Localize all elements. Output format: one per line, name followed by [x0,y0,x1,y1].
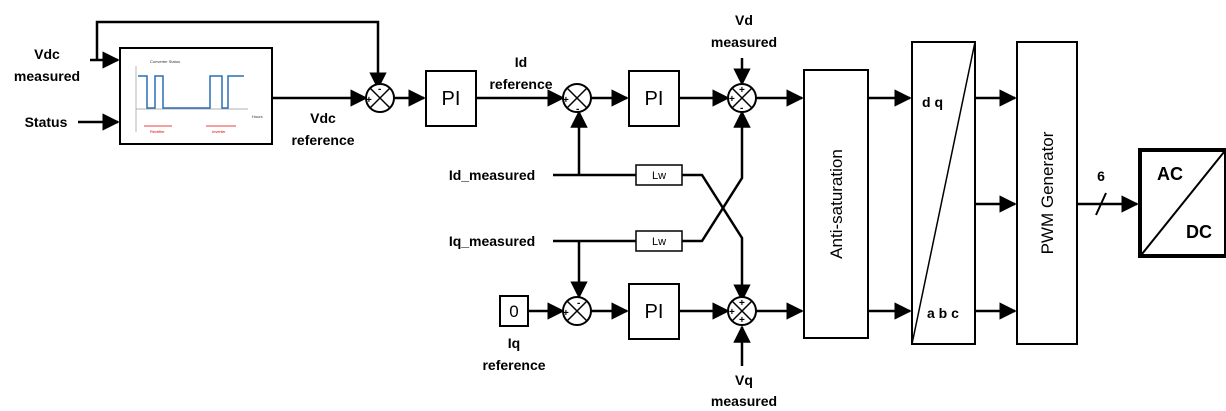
svg-text:-: - [577,298,580,309]
sum-junction-iq: + - [562,296,592,326]
svg-text:reference: reference [482,357,545,373]
bus-slash [1095,192,1107,216]
svg-text:-: - [378,84,381,95]
dq-abc-transform-block: d q a b c [911,41,976,345]
svg-text:a b c: a b c [927,305,959,321]
svg-text:reference: reference [489,76,552,92]
svg-text:+: + [729,307,735,318]
svg-text:-: - [740,103,743,114]
svg-text:PWM Generator: PWM Generator [1038,131,1057,254]
lw-block-q: Lw [635,230,683,252]
svg-text:measured: measured [711,34,777,50]
svg-text:DC: DC [1186,222,1212,242]
svg-text:+: + [563,308,569,319]
svg-text:+: + [563,95,569,106]
iq-reference-label: Iq [508,335,520,351]
anti-saturation-block: Anti-saturation [803,69,869,339]
status-label: Status [25,114,68,130]
iq-reference-constant: 0 [499,295,529,327]
svg-text:Inverter: Inverter [212,129,226,134]
svg-text:PI: PI [645,88,664,110]
svg-text:reference: reference [291,132,354,148]
vq-measured-label: Vq [735,372,753,388]
pi-block-iq: PI [628,283,680,340]
lw-block-d: Lw [635,164,683,186]
svg-text:Lw: Lw [652,236,666,248]
svg-text:-: - [576,104,579,115]
svg-text:d q: d q [922,94,943,110]
vdc-measured-label: Vdc [34,46,60,62]
sum-junction-vd: + + - [727,83,757,114]
svg-text:+: + [739,298,745,309]
pwm-generator-block: PWM Generator [1016,41,1078,345]
svg-text:+: + [729,94,735,105]
vdc-feedback-wire [95,20,387,90]
sum-junction-id: + - [562,83,592,115]
status-chart-thumbnail: Converter Status Rectifier Inverter Hour… [135,59,263,134]
pi-block-id: PI [628,70,680,127]
svg-text:measured: measured [711,393,777,409]
svg-text:Anti-saturation: Anti-saturation [827,149,846,259]
vdc-reference-label: Vdc [310,110,336,126]
connections [78,20,1139,366]
pi-block-vdc: PI [425,70,477,127]
id-reference-label: Id [515,54,527,70]
svg-text:Lw: Lw [652,170,666,182]
vd-measured-label: Vd [735,12,753,28]
svg-text:+: + [366,95,372,106]
ac-dc-converter-block: AC DC [1138,148,1226,258]
status-block: Converter Status Rectifier Inverter Hour… [119,47,273,145]
pulse-count-label: 6 [1097,168,1105,184]
svg-text:AC: AC [1157,164,1183,184]
id-measured-label: Id_measured [449,167,535,183]
svg-text:0: 0 [509,302,518,321]
svg-text:PI: PI [645,301,664,323]
svg-text:measured: measured [14,68,80,84]
svg-text:Converter Status: Converter Status [150,59,180,64]
svg-text:PI: PI [442,88,461,110]
iq-measured-label: Iq_measured [449,233,535,249]
svg-text:Hours: Hours [252,114,263,119]
svg-text:+: + [739,315,745,326]
svg-text:Rectifier: Rectifier [150,129,165,134]
svg-text:+: + [739,85,745,96]
sum-junction-vq: + + + [727,296,757,326]
sum-junction-vdc: + - [365,83,395,113]
labels: Vdc measured Status Vdc reference Id ref… [14,12,1105,409]
